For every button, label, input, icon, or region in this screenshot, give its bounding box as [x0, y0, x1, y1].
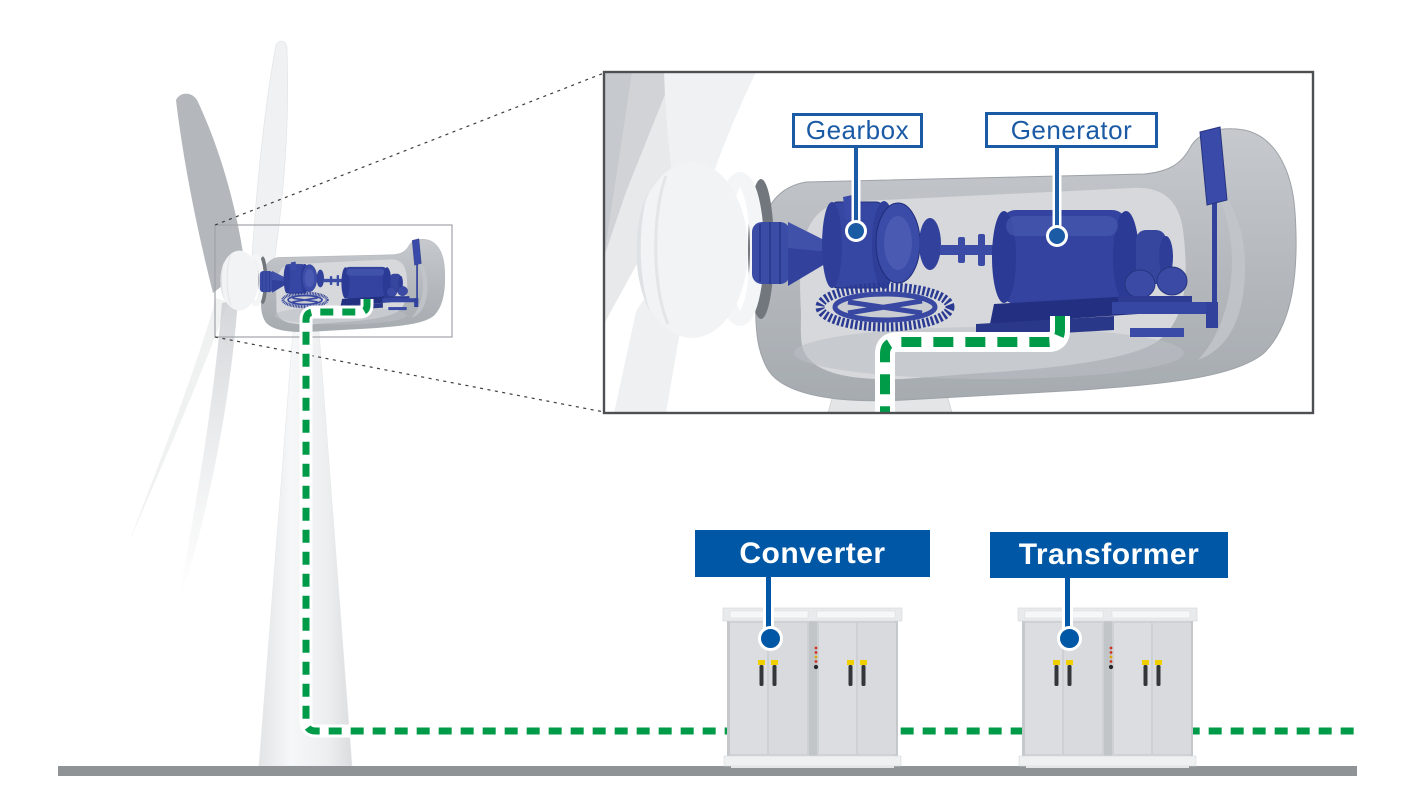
- inset-border: [602, 70, 1315, 415]
- rotor-blade-upright: [250, 40, 288, 273]
- cable-inset-segment: [875, 316, 1070, 413]
- ground-line: [58, 766, 1357, 776]
- generator-label-text: Generator: [1010, 114, 1133, 145]
- rotor-blade-upleft: [176, 93, 245, 293]
- transformer-leader-dot: [1057, 626, 1082, 651]
- converter-leader-line: [766, 577, 771, 631]
- rotor-blade-down: [178, 300, 238, 602]
- rotor-blade-down-back: [130, 298, 228, 540]
- inset-panel: [602, 70, 1315, 415]
- generator-label: Generator: [985, 112, 1158, 148]
- transformer-label-text: Transformer: [1018, 538, 1200, 571]
- converter-cabinet: [722, 607, 903, 769]
- power-cable: [299, 298, 1357, 738]
- gearbox-label-text: Gearbox: [805, 115, 910, 145]
- generator-leader-dot: [1046, 225, 1068, 247]
- gearbox-label: Gearbox: [792, 113, 923, 148]
- generator-leader-line: [1055, 148, 1059, 231]
- zoom-guide-line-bottom: [214, 336, 605, 413]
- transformer-leader-line: [1065, 578, 1070, 631]
- zoom-guide-line-top: [214, 72, 605, 226]
- converter-label: Converter: [695, 530, 930, 577]
- converter-label-text: Converter: [739, 536, 886, 570]
- gearbox-leader-line: [854, 148, 858, 226]
- callout-rect: [214, 224, 453, 338]
- transformer-cabinet: [1017, 607, 1198, 769]
- gearbox-leader-dot: [845, 220, 867, 242]
- transformer-label: Transformer: [990, 532, 1228, 578]
- wind-turbine: [130, 40, 445, 767]
- converter-leader-dot: [758, 626, 783, 651]
